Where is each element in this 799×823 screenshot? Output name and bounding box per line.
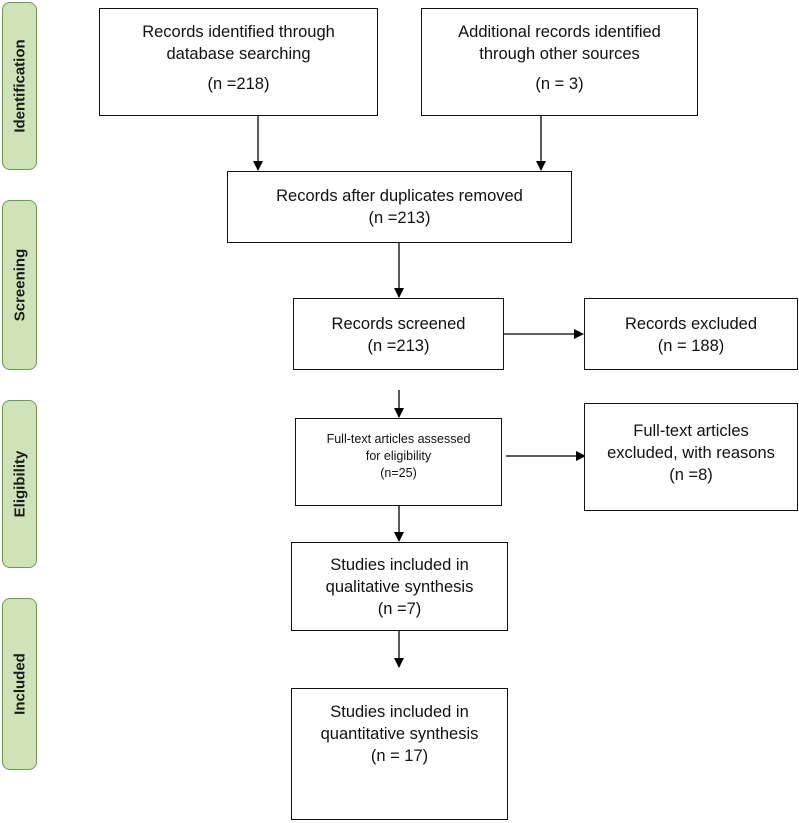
qualitative-line2: qualitative synthesis (325, 578, 474, 596)
box-fulltext-excluded: Full-text articles excluded, with reason… (584, 403, 798, 511)
box-records-screened: Records screened (n =213) (293, 298, 504, 370)
database-records-line1: Records identified through (142, 23, 335, 41)
box-fulltext-assessed: Full-text articles assessed for eligibil… (295, 418, 502, 506)
fulltext-excluded-line1: Full-text articles (633, 422, 749, 440)
box-after-duplicates: Records after duplicates removed (n =213… (227, 171, 572, 243)
other-sources-line2: through other sources (479, 45, 640, 63)
after-duplicates-count: (n =213) (368, 209, 431, 227)
fulltext-assessed-line2: for eligibility (365, 449, 432, 463)
quantitative-line2: quantitative synthesis (320, 725, 479, 743)
quantitative-line1: Studies included in (330, 703, 469, 721)
box-qualitative-synthesis: Studies included in qualitative synthesi… (291, 542, 508, 631)
quantitative-count: (n = 17) (370, 747, 429, 765)
database-records-line2: database searching (166, 45, 311, 63)
box-other-sources: Additional records identified through ot… (421, 8, 698, 116)
database-records-count: (n =218) (207, 75, 270, 93)
after-duplicates-line1: Records after duplicates removed (276, 187, 523, 205)
box-quantitative-synthesis: Studies included in quantitative synthes… (291, 688, 508, 820)
fulltext-assessed-count: (n=25) (380, 466, 417, 480)
records-screened-count: (n =213) (367, 337, 430, 355)
other-sources-line1: Additional records identified (458, 23, 661, 41)
records-excluded-count: (n = 188) (657, 337, 725, 355)
fulltext-excluded-line2: excluded, with reasons (607, 444, 775, 462)
phase-included: Included (2, 598, 37, 770)
records-excluded-line1: Records excluded (624, 315, 758, 333)
box-database-records: Records identified through database sear… (99, 8, 378, 116)
fulltext-assessed-line1: Full-text articles assessed (326, 432, 471, 446)
qualitative-line1: Studies included in (330, 556, 469, 574)
other-sources-count: (n = 3) (535, 75, 584, 93)
phase-screening: Screening (2, 200, 37, 370)
phase-identification: Identification (2, 2, 37, 170)
phase-eligibility: Eligibility (2, 400, 37, 568)
fulltext-excluded-count: (n =8) (669, 466, 713, 484)
qualitative-count: (n =7) (377, 600, 422, 618)
box-records-excluded: Records excluded (n = 188) (584, 298, 798, 370)
records-screened-line1: Records screened (331, 315, 466, 333)
